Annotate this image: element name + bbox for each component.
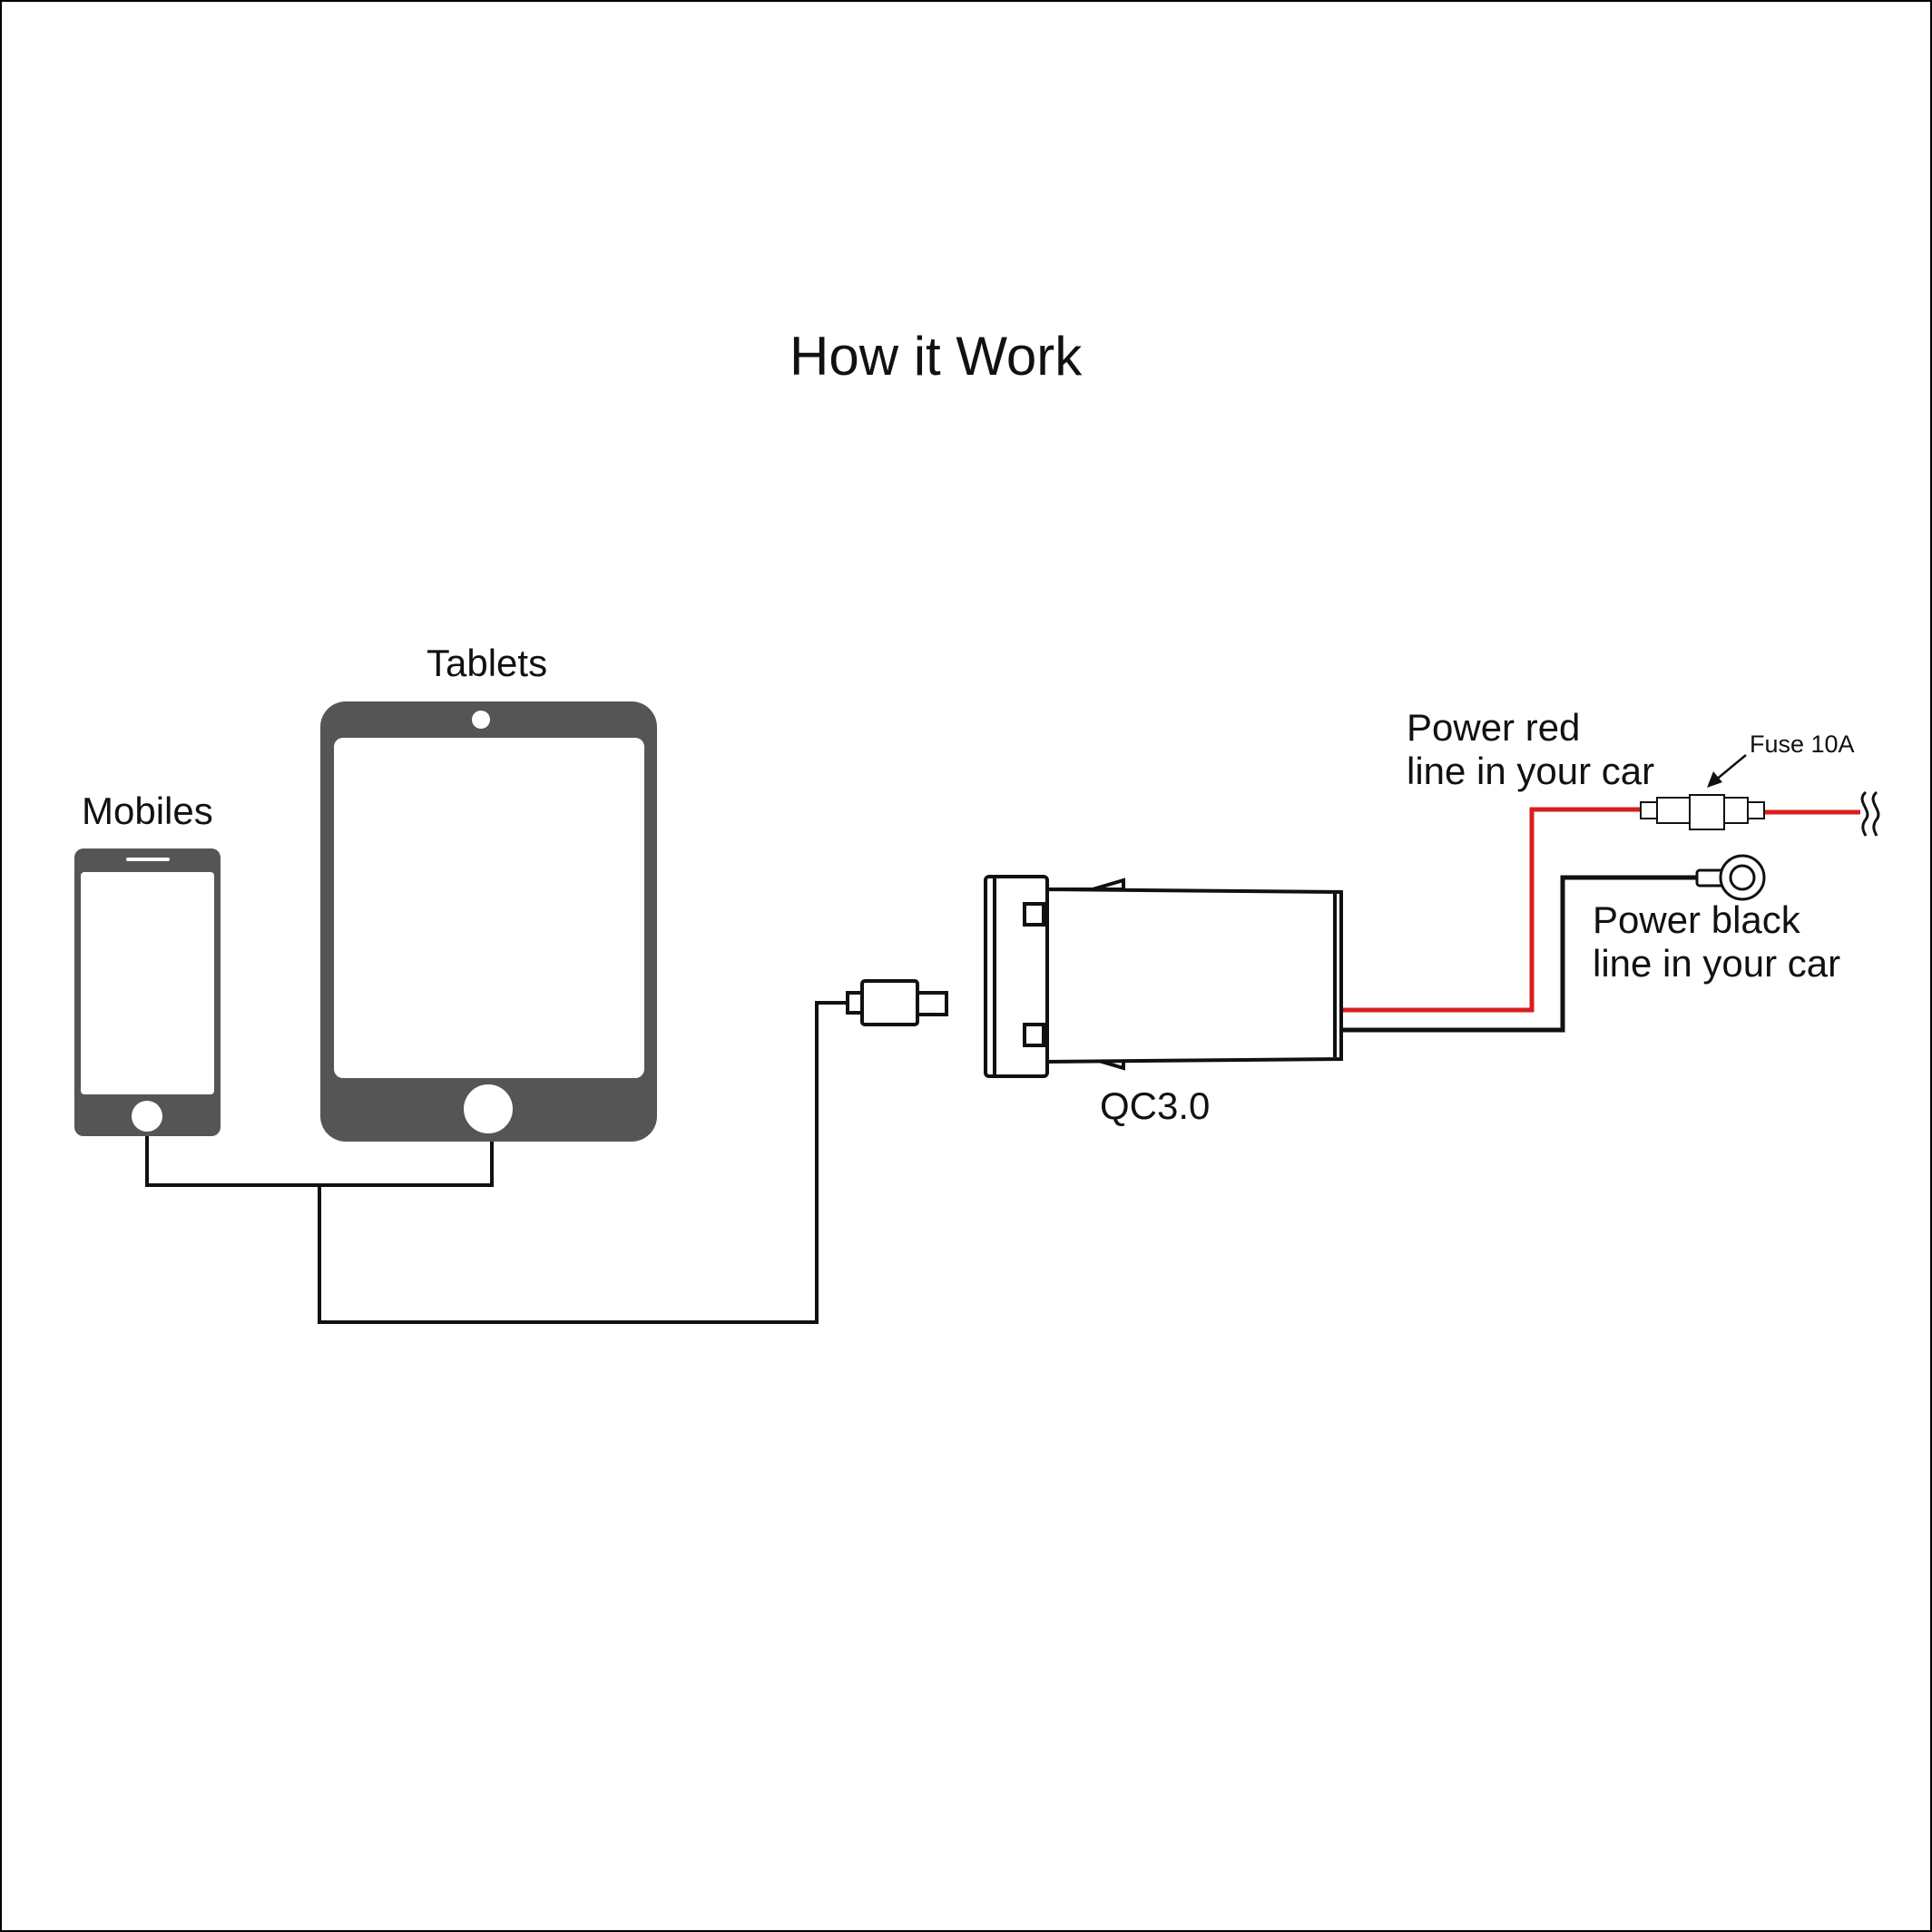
tablet-icon <box>320 701 657 1142</box>
tablets-label: Tablets <box>427 642 548 684</box>
wire-break-icon <box>1860 790 1880 837</box>
red-line-label-line-2: line in your car <box>1407 750 1655 793</box>
red-line-label: Power red line in your car <box>1407 706 1654 794</box>
black-line-label: Power black line in your car <box>1593 898 1840 986</box>
red-line-label-line-1: Power red <box>1407 706 1581 749</box>
fuse-arrow-icon <box>1707 754 1747 788</box>
red-power-line <box>1343 807 1860 1013</box>
usb-plug-icon <box>846 979 948 1026</box>
smartphone-icon <box>74 848 221 1136</box>
module-label: QC3.0 <box>1100 1084 1211 1127</box>
inline-fuse-icon <box>1640 794 1765 830</box>
black-line-label-line-2: line in your car <box>1593 942 1841 986</box>
black-line-label-line-1: Power black <box>1593 898 1800 941</box>
diagram-title: How it Work <box>789 326 1083 387</box>
black-power-line <box>1343 875 1699 1033</box>
ring-terminal-icon <box>1695 854 1766 901</box>
mobiles-label: Mobiles <box>82 789 213 832</box>
usb-charger-socket-icon <box>984 875 1343 1078</box>
fuse-label: Fuse 10A <box>1750 731 1855 758</box>
device-cable <box>145 1001 849 1324</box>
